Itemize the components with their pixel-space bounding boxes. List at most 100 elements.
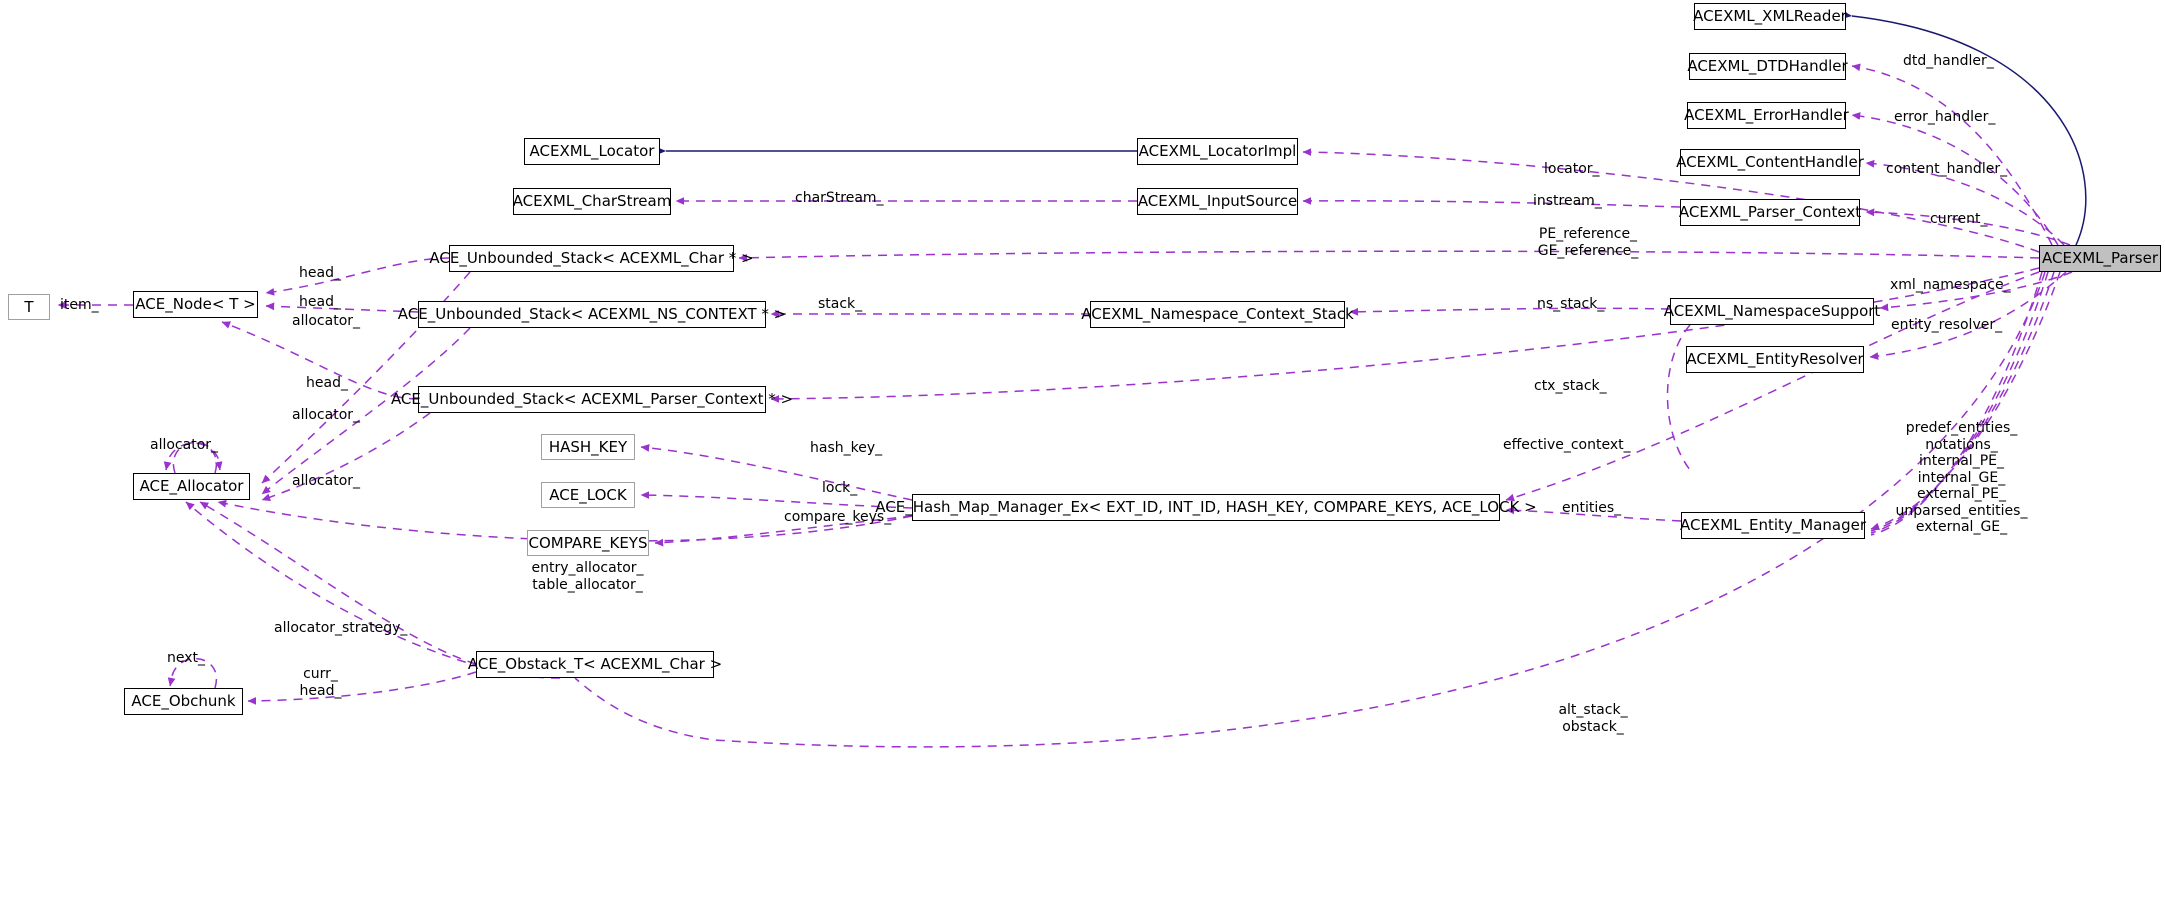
node-acexml-locator[interactable]: ACEXML_Locator [524, 138, 660, 165]
edge-label-allocator-4: allocator_ [292, 473, 361, 489]
edge-label-curr-head: curr_ head_ [299, 666, 342, 699]
edge-head-char [265, 257, 450, 296]
node-label: ACE_Hash_Map_Manager_Ex< EXT_ID, INT_ID,… [875, 498, 1537, 516]
edge-label-entity-fields: predef_entities_ notations_ internal_PE_… [1895, 420, 2028, 536]
edge-inherit-xmlreader [1841, 10, 2087, 246]
node-ace-obstack-t[interactable]: ACE_Obstack_T< ACEXML_Char > [468, 651, 722, 678]
edge-label-head-ctx: head_ [306, 375, 348, 391]
node-label: ACEXML_Parser [2042, 249, 2158, 267]
edge-next [167, 657, 218, 689]
edge-curr-head [247, 671, 477, 705]
node-label: ACEXML_Locator [529, 142, 655, 160]
edge-label-next: next_ [167, 650, 206, 666]
edge-label-error-handler: error_handler_ [1894, 109, 1996, 125]
edge-ns-stack [1349, 307, 1671, 316]
edge-label-item: item_ [60, 297, 99, 313]
edge-internal-pe [1870, 271, 2049, 534]
node-label: ACE_Obchunk [131, 692, 236, 710]
node-label: ACEXML_LocatorImpl [1138, 142, 1297, 160]
edge-label-hash-key: hash_key_ [810, 440, 883, 456]
node-unbounded-stack-char[interactable]: ACE_Unbounded_Stack< ACEXML_Char * > [429, 245, 754, 272]
edge-nssupport-drop [1666, 324, 1691, 471]
edge-error-handler [1851, 112, 2059, 246]
node-label: ACEXML_ContentHandler [1676, 153, 1864, 171]
edge-label-compare-keys: compare_keys_ [784, 509, 892, 525]
edge-pe-ge-reference [738, 250, 2040, 262]
edge-label-ns-stack: ns_stack_ [1537, 296, 1605, 312]
edge-label-current: current_ [1930, 211, 1988, 227]
node-label: ACEXML_EntityResolver [1686, 350, 1864, 368]
node-label: ACEXML_InputSource [1137, 192, 1298, 210]
edge-label-entities: entities_ [1562, 500, 1622, 516]
edge-label-ctx-stack: ctx_stack_ [1534, 378, 1607, 394]
node-hash-key[interactable]: HASH_KEY [541, 434, 635, 460]
edge-label-charstream: charStream_ [795, 190, 884, 206]
usage-edges [57, 63, 2073, 748]
edge-alloc-self-b [172, 441, 223, 474]
edge-label-dtd-handler: dtd_handler_ [1903, 53, 1994, 69]
edge-label-head-ns: head_ [299, 294, 341, 310]
node-acexml-errorhandler[interactable]: ACEXML_ErrorHandler [1684, 102, 1849, 129]
node-acexml-namespacesupport[interactable]: ACEXML_NamespaceSupport [1664, 298, 1880, 325]
node-ace-lock[interactable]: ACE_LOCK [541, 482, 635, 508]
edge-alloc-strategy [199, 501, 477, 665]
edge-label-allocator-strategy: allocator_strategy_ [274, 620, 408, 636]
node-ace-allocator[interactable]: ACE_Allocator [133, 473, 250, 500]
node-label: ACEXML_Parser_Context [1678, 203, 1862, 221]
edge-locator [1302, 148, 2040, 253]
node-label: T [24, 297, 34, 316]
edge-label-allocator-3: allocator_ [150, 437, 219, 453]
edge-label-allocator-1: allocator_ [292, 313, 361, 329]
edge-compare-keys [654, 515, 913, 547]
node-acexml-contenthandler[interactable]: ACEXML_ContentHandler [1676, 149, 1864, 176]
node-acexml-inputsource[interactable]: ACEXML_InputSource [1137, 188, 1298, 215]
edge-lock [640, 491, 913, 509]
edge-xml-namespace [1879, 271, 2073, 312]
edge-label-effective-context: effective_context_ [1503, 437, 1631, 453]
node-label: ACEXML_CharStream [512, 192, 672, 210]
node-acexml-entity-manager[interactable]: ACEXML_Entity_Manager [1680, 512, 1866, 539]
edge-label-entity-resolver: entity_resolver_ [1891, 317, 2003, 333]
node-label: ACEXML_Entity_Manager [1679, 516, 1867, 534]
node-acexml-parser-context[interactable]: ACEXML_Parser_Context [1679, 199, 1861, 226]
node-label: ACE_Obstack_T< ACEXML_Char > [467, 655, 723, 673]
edge-label-content-handler: content_handler_ [1886, 161, 2008, 177]
edge-ctx-stack [770, 267, 2040, 403]
edge-entity-resolver [1869, 271, 2067, 360]
edge-alloc-self-a [163, 442, 218, 474]
edge-alloc-ns [261, 327, 471, 495]
node-acexml-locatorimpl[interactable]: ACEXML_LocatorImpl [1137, 138, 1298, 165]
node-label: ACE_Allocator [139, 477, 244, 495]
node-label: ACE_Unbounded_Stack< ACEXML_Char * > [429, 249, 754, 267]
node-compare-keys[interactable]: COMPARE_KEYS [527, 530, 649, 556]
node-acexml-parser[interactable]: ACEXML_Parser [2039, 245, 2161, 272]
node-acexml-entityresolver[interactable]: ACEXML_EntityResolver [1686, 346, 1864, 373]
edge-alloc-char [261, 271, 471, 484]
edge-hash-key [640, 443, 913, 501]
node-label: ACEXML_ErrorHandler [1684, 106, 1849, 124]
edge-label-entry-table-allocator: entry_allocator_ table_allocator_ [531, 560, 644, 593]
node-acexml-charstream[interactable]: ACEXML_CharStream [513, 188, 671, 215]
edge-content-handler [1865, 159, 2065, 246]
node-unbounded-stack-parser-context[interactable]: ACE_Unbounded_Stack< ACEXML_Parser_Conte… [391, 386, 793, 413]
node-label: ACEXML_Namespace_Context_Stack [1081, 305, 1354, 323]
edge-internal-ge [1870, 271, 2043, 536]
edge-label-locator: locator_ [1544, 161, 1600, 177]
node-ace-node[interactable]: ACE_Node< T > [133, 291, 258, 318]
edge-label-alt-stack-obstack: alt_stack_ obstack_ [1558, 702, 1628, 735]
node-t[interactable]: T [8, 294, 50, 320]
node-acexml-namespace-context-stack[interactable]: ACEXML_Namespace_Context_Stack [1081, 301, 1354, 328]
node-unbounded-stack-ns-context[interactable]: ACE_Unbounded_Stack< ACEXML_NS_CONTEXT *… [398, 301, 786, 328]
node-label: ACE_Unbounded_Stack< ACEXML_Parser_Conte… [390, 390, 794, 408]
node-hash-map-manager-ex[interactable]: ACE_Hash_Map_Manager_Ex< EXT_ID, INT_ID,… [875, 494, 1537, 521]
node-ace-obchunk[interactable]: ACE_Obchunk [124, 688, 243, 715]
node-label: COMPARE_KEYS [528, 533, 648, 552]
node-acexml-xmlreader[interactable]: ACEXML_XMLReader [1693, 3, 1847, 30]
edge-effective-context [1505, 271, 2040, 502]
edge-label-instream: instream_ [1533, 193, 1602, 209]
edge-label-lock: lock_ [822, 480, 858, 496]
node-acexml-dtdhandler[interactable]: ACEXML_DTDHandler [1687, 53, 1848, 80]
node-label: ACE_Unbounded_Stack< ACEXML_NS_CONTEXT *… [397, 305, 787, 323]
edge-label-xml-namespace: xml_namespace_ [1890, 277, 2011, 293]
